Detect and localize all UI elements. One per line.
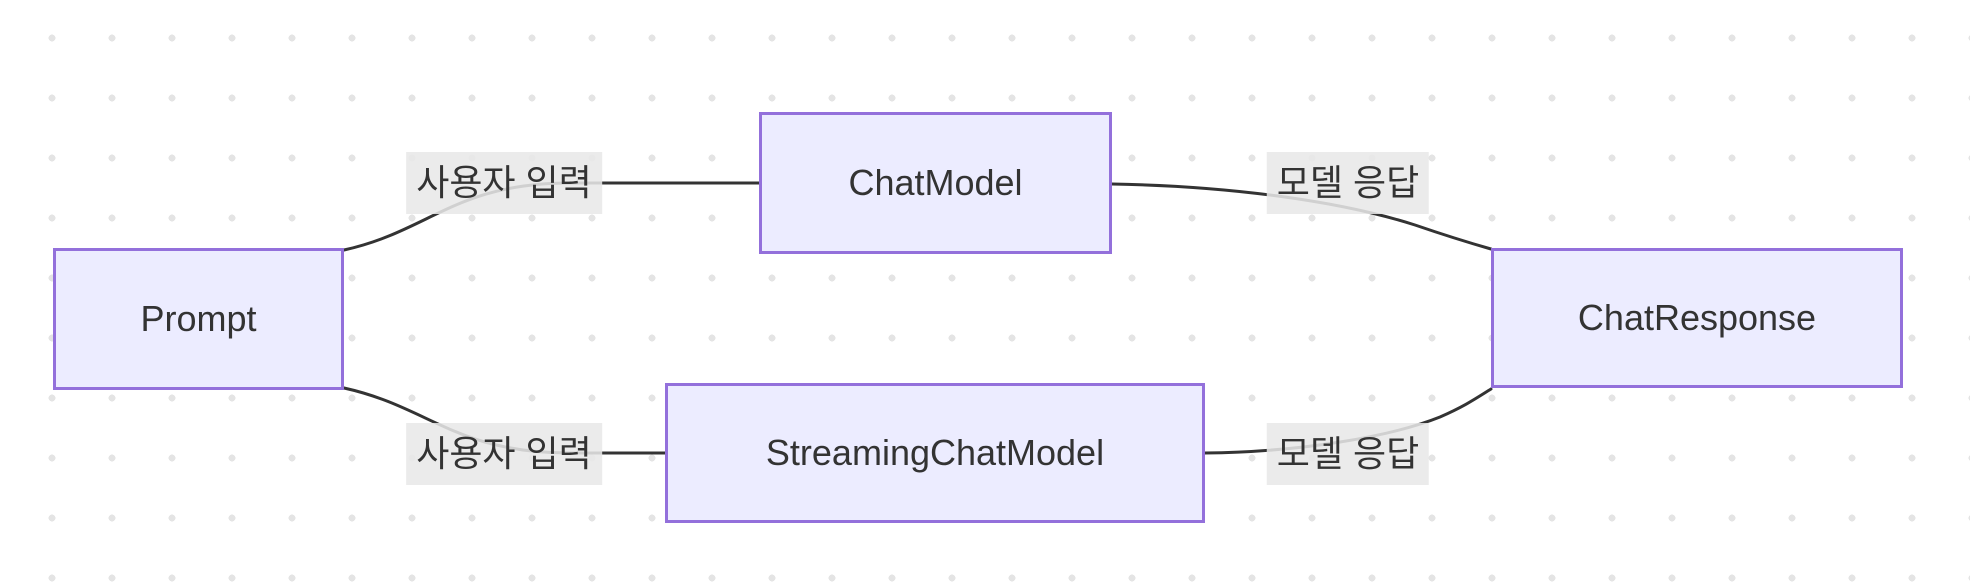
edge-label-user-input-top: 사용자 입력 (406, 152, 602, 214)
edge-label-model-response-bottom: 모델 응답 (1266, 423, 1430, 485)
node-chatresponse-label: ChatResponse (1577, 297, 1817, 338)
node-prompt: Prompt (53, 248, 344, 390)
node-chatmodel-label: ChatModel (848, 162, 1023, 203)
edge-label-model-response-top: 모델 응답 (1266, 152, 1430, 214)
node-streamingchatmodel-label: StreamingChatModel (765, 432, 1105, 473)
node-chatresponse: ChatResponse (1491, 248, 1903, 388)
node-streamingchatmodel: StreamingChatModel (665, 383, 1205, 523)
node-chatmodel: ChatModel (759, 112, 1112, 254)
edge-label-user-input-bottom: 사용자 입력 (406, 423, 602, 485)
node-prompt-label: Prompt (140, 298, 257, 339)
